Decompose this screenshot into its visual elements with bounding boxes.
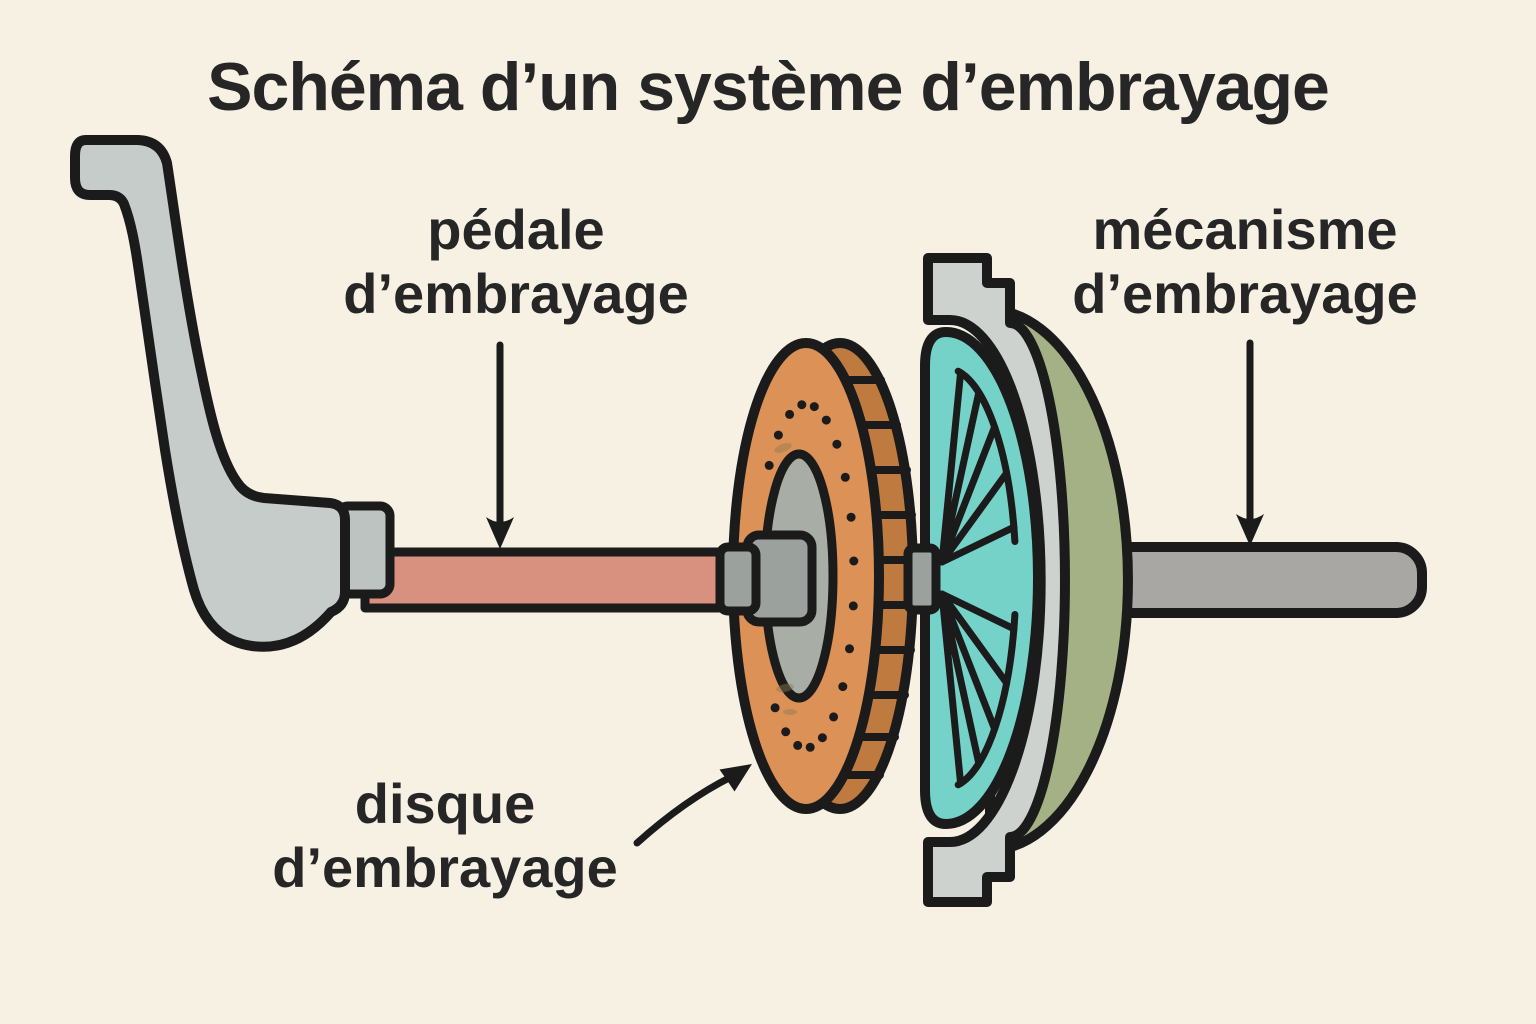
- pedal-label: pédale d’embrayage: [316, 198, 716, 326]
- pedal-arrow: [486, 341, 514, 549]
- disc-label: disque d’embrayage: [245, 772, 645, 900]
- hub-neck: [715, 542, 761, 616]
- disc-label-line1: disque: [354, 772, 536, 835]
- mechanism-label-line1: mécanisme: [1092, 198, 1398, 261]
- pressure-plate-teal: [920, 327, 1043, 829]
- disc-label-line2: d’embrayage: [272, 835, 618, 899]
- mechanism-arrow: [1236, 339, 1264, 546]
- clutch-disc-dots: [764, 400, 859, 752]
- disc-arrow: [633, 764, 752, 847]
- pedal-label-line1: pédale: [427, 198, 605, 261]
- output-shaft: [1095, 542, 1427, 618]
- mechanism-label-line2: d’embrayage: [1072, 261, 1418, 325]
- pedal-rod-shape: [360, 547, 750, 613]
- pedal-label-line2: d’embrayage: [343, 261, 689, 325]
- release-bearing-stub: [903, 543, 941, 615]
- mechanism-label: mécanisme d’embrayage: [1045, 198, 1445, 326]
- clutch-pedal-shape: [70, 135, 350, 652]
- pressure-plate-spokes: [938, 367, 1019, 789]
- diagram-title: Schéma d’un système d’embrayage: [207, 49, 1330, 125]
